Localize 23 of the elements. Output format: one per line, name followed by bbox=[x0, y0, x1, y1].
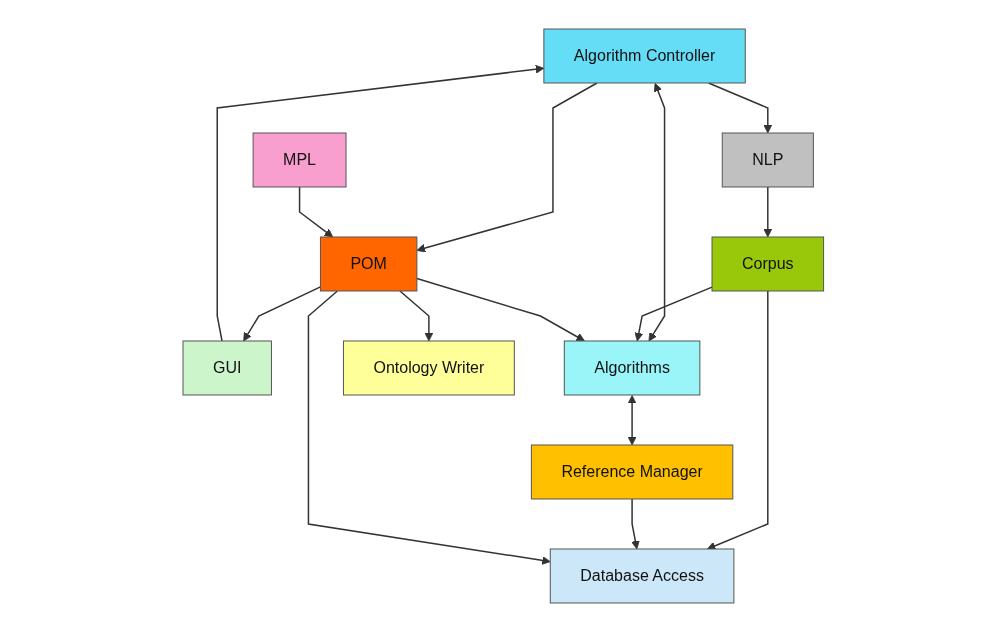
arrow bbox=[648, 82, 665, 342]
arrow bbox=[627, 395, 637, 446]
arrow bbox=[706, 290, 769, 550]
node-box: NLP bbox=[721, 132, 814, 188]
node-box: Corpus bbox=[711, 236, 824, 292]
node-box: Algorithm Controller bbox=[543, 28, 746, 84]
arrow bbox=[416, 82, 598, 253]
arrow bbox=[398, 290, 433, 342]
node-box: Ontology Writer bbox=[342, 340, 515, 396]
arrow bbox=[763, 186, 772, 238]
node-box: GUI bbox=[182, 340, 272, 396]
arrow bbox=[634, 286, 713, 342]
arrow bbox=[415, 277, 585, 342]
arrow bbox=[298, 186, 333, 238]
arrow bbox=[307, 290, 551, 565]
arrow bbox=[630, 498, 640, 550]
node-box: Database Access bbox=[549, 548, 735, 604]
node-box: MPL bbox=[252, 132, 347, 188]
arrow bbox=[242, 286, 321, 342]
arrow bbox=[216, 64, 544, 342]
node-box: Reference Manager bbox=[530, 444, 733, 500]
node-box: Algorithms bbox=[563, 340, 701, 396]
node-box: POM bbox=[319, 236, 418, 292]
